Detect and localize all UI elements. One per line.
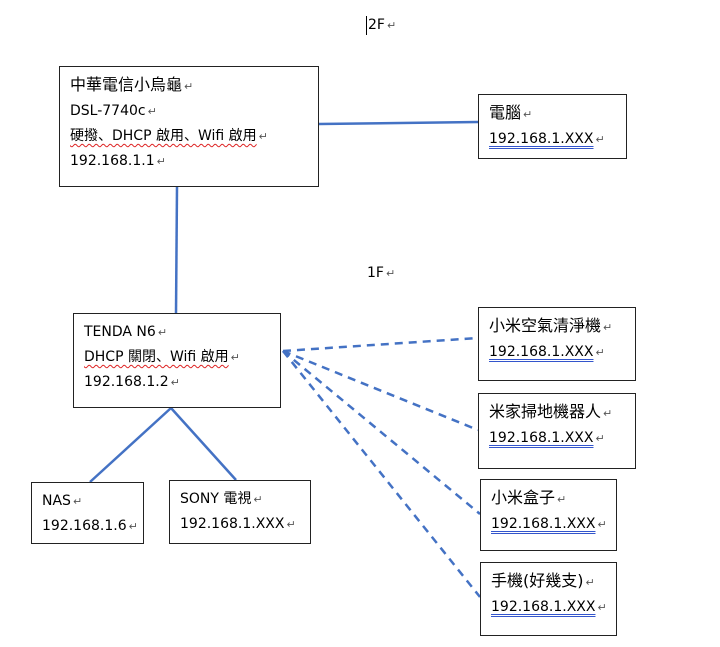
paragraph-mark-icon: ↵ bbox=[597, 518, 607, 531]
paragraph-mark-icon: ↵ bbox=[595, 432, 605, 445]
paragraph-mark-icon: ↵ bbox=[597, 601, 607, 614]
link-tenda-mi-box bbox=[282, 350, 481, 515]
node-pc: 電腦↵ 192.168.1.XXX↵ bbox=[478, 94, 627, 159]
paragraph-mark-icon: ↵ bbox=[523, 108, 533, 121]
paragraph-mark-icon: ↵ bbox=[557, 493, 567, 506]
node-phones: 手機(好幾支)↵ 192.168.1.XXX↵ bbox=[480, 562, 617, 636]
node-ip: 192.168.1.XXX↵ bbox=[491, 599, 607, 615]
node-title: 米家掃地機器人↵ bbox=[489, 402, 613, 421]
node-ip: 192.168.1.XXX↵ bbox=[489, 430, 605, 446]
link-tenda-robot-vacuum bbox=[282, 349, 479, 432]
floor-label-1f-text: 1F bbox=[367, 265, 384, 281]
node-title: SONY 電視↵ bbox=[180, 491, 263, 507]
node-title: TENDA N6↵ bbox=[84, 324, 168, 340]
paragraph-mark-icon: ↵ bbox=[585, 576, 595, 589]
paragraph-mark-icon: ↵ bbox=[258, 130, 268, 143]
node-tenda-router: TENDA N6↵ DHCP 關閉、Wifi 啟用↵ 192.168.1.2↵ bbox=[73, 313, 281, 408]
paragraph-mark-icon: ↵ bbox=[147, 105, 157, 118]
node-title: 小米盒子↵ bbox=[491, 488, 567, 507]
node-robot-vacuum: 米家掃地機器人↵ 192.168.1.XXX↵ bbox=[478, 393, 636, 469]
node-title: 手機(好幾支)↵ bbox=[491, 571, 595, 590]
node-model: DSL-7740c↵ bbox=[70, 103, 157, 119]
paragraph-mark-icon: ↵ bbox=[253, 493, 263, 506]
link-tenda-air-purifier bbox=[282, 336, 479, 353]
paragraph-mark-icon: ↵ bbox=[286, 518, 296, 531]
node-title: 中華電信小烏龜↵ bbox=[70, 75, 194, 94]
node-ip: 192.168.1.XXX↵ bbox=[491, 516, 607, 532]
link-tenda-phones bbox=[282, 350, 481, 598]
node-sony-tv: SONY 電視↵ 192.168.1.XXX↵ bbox=[169, 480, 311, 544]
paragraph-mark-icon: ↵ bbox=[595, 346, 605, 359]
node-air-purifier: 小米空氣清淨機↵ 192.168.1.XXX↵ bbox=[478, 307, 636, 381]
node-ip: 192.168.1.6↵ bbox=[42, 518, 138, 534]
paragraph-mark-icon: ↵ bbox=[184, 80, 194, 93]
link-tenda-sony bbox=[170, 407, 237, 481]
node-ip: 192.168.1.1↵ bbox=[70, 153, 166, 169]
node-cht-modem: 中華電信小烏龜↵ DSL-7740c↵ 硬撥、DHCP 啟用、Wifi 啟用↵ … bbox=[59, 66, 319, 187]
node-title: 小米空氣清淨機↵ bbox=[489, 316, 613, 335]
paragraph-mark-icon: ↵ bbox=[170, 376, 180, 389]
paragraph-mark-icon: ↵ bbox=[385, 267, 396, 280]
floor-label-1f: 1F↵ bbox=[367, 264, 395, 283]
floor-label-2f: 2F↵ bbox=[366, 16, 396, 35]
node-ip: 192.168.1.XXX↵ bbox=[180, 516, 296, 532]
floor-label-2f-text: 2F bbox=[368, 17, 385, 33]
node-mi-box: 小米盒子↵ 192.168.1.XXX↵ bbox=[480, 479, 617, 551]
node-config: DHCP 關閉、Wifi 啟用↵ bbox=[84, 349, 240, 365]
paragraph-mark-icon: ↵ bbox=[386, 19, 397, 32]
paragraph-mark-icon: ↵ bbox=[230, 351, 240, 364]
link-modem-pc bbox=[318, 120, 479, 126]
node-ip: 192.168.1.XXX↵ bbox=[489, 131, 605, 147]
paragraph-mark-icon: ↵ bbox=[595, 133, 605, 146]
link-tenda-nas bbox=[89, 407, 172, 483]
node-config: 硬撥、DHCP 啟用、Wifi 啟用↵ bbox=[70, 128, 268, 144]
paragraph-mark-icon: ↵ bbox=[128, 520, 138, 533]
node-title: 電腦↵ bbox=[489, 103, 533, 122]
paragraph-mark-icon: ↵ bbox=[603, 321, 613, 334]
paragraph-mark-icon: ↵ bbox=[157, 326, 168, 339]
paragraph-mark-icon: ↵ bbox=[72, 495, 83, 508]
node-ip: 192.168.1.XXX↵ bbox=[489, 344, 605, 360]
paragraph-mark-icon: ↵ bbox=[603, 407, 613, 420]
node-title: NAS↵ bbox=[42, 493, 83, 509]
paragraph-mark-icon: ↵ bbox=[156, 155, 166, 168]
link-modem-tenda bbox=[174, 186, 179, 314]
node-ip: 192.168.1.2↵ bbox=[84, 374, 180, 390]
node-nas: NAS↵ 192.168.1.6↵ bbox=[31, 482, 144, 544]
